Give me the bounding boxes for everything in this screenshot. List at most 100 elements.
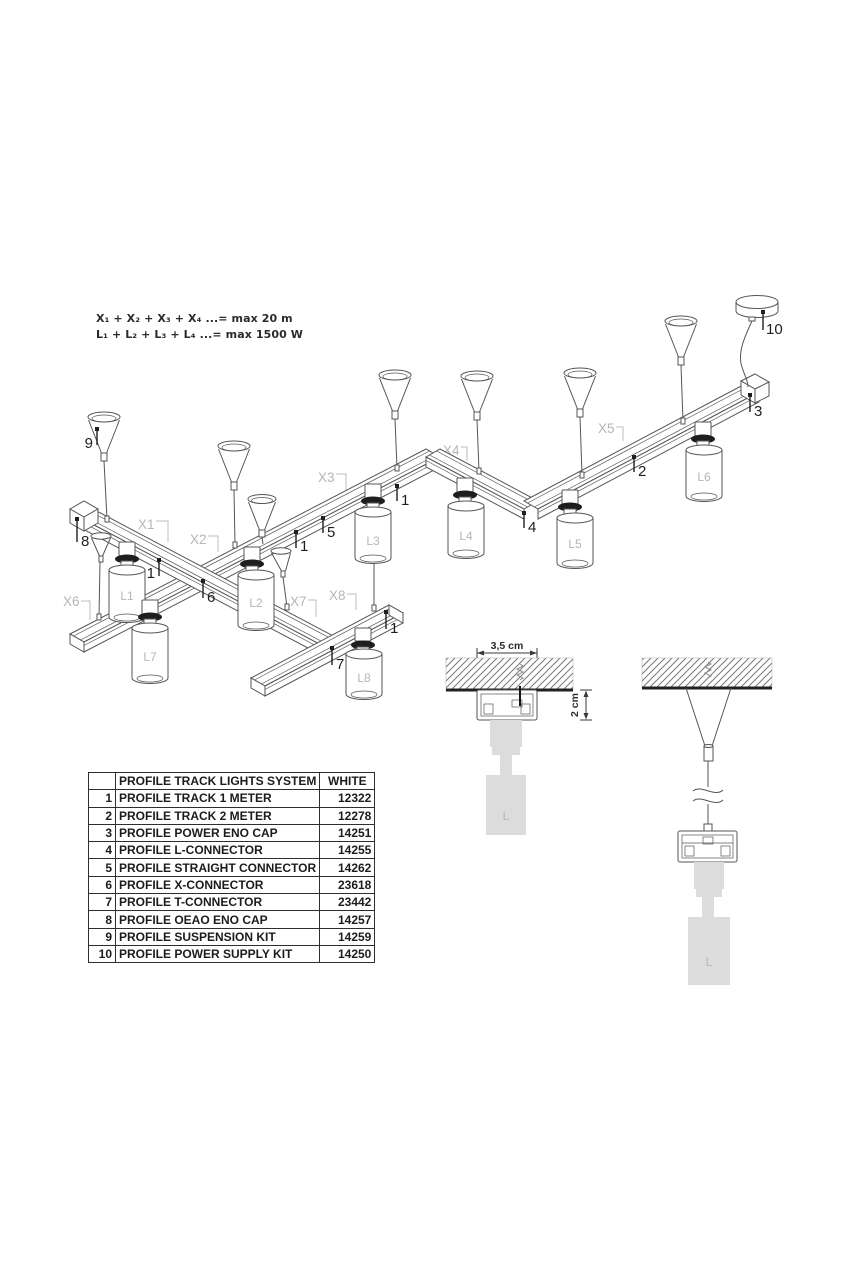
parts-table: PROFILE TRACK LIGHTS SYSTEM WHITE 1 PROF… <box>88 771 376 964</box>
row-code: 12278 <box>319 806 376 825</box>
row-no: 10 <box>88 944 116 964</box>
track-label-x6: X6 <box>63 594 91 620</box>
ghost-lamp: L <box>486 720 526 835</box>
lamp-label-l7: L7 <box>143 650 157 664</box>
callout-3-num: 3 <box>754 403 762 420</box>
callout-9-num: 9 <box>85 435 93 452</box>
row-no: 5 <box>88 858 116 877</box>
callout-5-num: 5 <box>327 524 335 541</box>
row-code: 14259 <box>319 927 376 946</box>
row-name: PROFILE TRACK 1 METER <box>114 789 321 808</box>
callout-7-num: 7 <box>336 656 344 673</box>
suspension-cone <box>217 440 251 549</box>
row-name: PROFILE TRACK 2 METER <box>114 806 321 825</box>
callout-8-num: 8 <box>81 533 89 550</box>
callout-5: 5 <box>321 516 335 541</box>
callout-2-num: 2 <box>638 463 646 480</box>
lamp-label-l4: L4 <box>459 529 473 543</box>
table-row: 6 PROFILE X-CONNECTOR 23618 <box>88 875 376 895</box>
ceiling-hatch <box>641 657 773 689</box>
suspension-kits <box>87 315 698 621</box>
ghost-lamp-label: L <box>503 809 510 823</box>
track-run-x5 <box>522 373 771 520</box>
track-end-x8-left <box>250 677 266 697</box>
detail-suspended: L <box>641 657 773 985</box>
lamp-l2: L2 <box>237 546 275 631</box>
header-index <box>88 771 116 791</box>
callout-6: 6 <box>201 579 215 606</box>
detail-surface-mounted: 3,5 cm 2 cm <box>445 640 592 835</box>
row-no: 9 <box>88 927 116 946</box>
row-code: 14257 <box>319 910 376 929</box>
track-label-x8-text: X8 <box>329 588 346 603</box>
callout-6-num: 6 <box>207 589 215 606</box>
suspension-cone <box>378 369 412 472</box>
track-segment-labels: X1 X2 X3 X4 X5 X6 <box>63 421 624 620</box>
row-name: PROFILE X-CONNECTOR <box>114 875 321 895</box>
row-code: 23618 <box>319 875 376 895</box>
row-name: PROFILE OEAO ENO CAP <box>114 910 321 929</box>
row-name: PROFILE POWER SUPPLY KIT <box>114 944 321 964</box>
row-name: PROFILE SUSPENSION KIT <box>114 927 321 946</box>
callout-1-num: 1 <box>147 565 155 582</box>
track-end-x6 <box>69 633 85 653</box>
suspension-cone <box>87 411 121 523</box>
row-no: 7 <box>88 893 116 912</box>
suspension-cone <box>563 367 597 479</box>
suspension-cone <box>247 494 277 545</box>
track-cross-section <box>476 686 538 721</box>
table-row: 10 PROFILE POWER SUPPLY KIT 14250 <box>88 944 376 964</box>
height-dim: 2 cm <box>569 689 592 721</box>
track-label-x7-text: X7 <box>290 594 307 609</box>
wire-grip <box>703 823 713 832</box>
row-code: 14255 <box>319 841 376 860</box>
track-label-x6-text: X6 <box>63 594 80 609</box>
callout-10: 10 <box>761 310 783 338</box>
lamp-l7: L7 <box>131 599 169 684</box>
suspension-cone <box>90 532 112 621</box>
row-code: 12322 <box>319 789 376 808</box>
lamp-label-l8: L8 <box>357 671 371 685</box>
row-no: 4 <box>88 841 116 860</box>
track-label-x1-text: X1 <box>138 517 155 532</box>
row-name: PROFILE STRAIGHT CONNECTOR <box>114 858 321 877</box>
row-code: 23442 <box>319 893 376 912</box>
wire-break-symbol <box>692 788 724 804</box>
track-label-x1: X1 <box>138 517 169 542</box>
table-row: 9 PROFILE SUSPENSION KIT 14259 <box>88 927 376 946</box>
lamp-label-l2: L2 <box>249 596 263 610</box>
table-row: 3 PROFILE POWER ENO CAP 14251 <box>88 823 376 843</box>
track-label-x7: X7 <box>290 594 317 617</box>
lamp-l4: L4 <box>447 477 485 559</box>
row-code: 14250 <box>319 944 376 964</box>
height-dim-label: 2 cm <box>569 693 581 717</box>
mounting-screw <box>703 661 713 679</box>
table-row: 8 PROFILE OEAO ENO CAP 14257 <box>88 910 376 929</box>
power-end-cap <box>739 373 771 404</box>
callout-7: 7 <box>330 646 344 673</box>
width-dim-label: 3,5 cm <box>491 640 524 652</box>
suspension-cone <box>460 370 494 475</box>
row-no: 8 <box>88 910 116 929</box>
table-row: 1 PROFILE TRACK 1 METER 12322 <box>88 789 376 808</box>
suspension-cone <box>270 547 292 611</box>
suspension-cone <box>664 315 698 425</box>
row-no: 2 <box>88 806 116 825</box>
callout-3: 3 <box>748 393 762 420</box>
row-no: 3 <box>88 823 116 843</box>
row-no: 1 <box>88 789 116 808</box>
track-cross-section <box>677 830 738 863</box>
table-row: 5 PROFILE STRAIGHT CONNECTOR 14262 <box>88 858 376 877</box>
callout-1b: 1 <box>294 530 308 555</box>
header-system: PROFILE TRACK LIGHTS SYSTEM <box>114 771 321 791</box>
lamp-label-l1: L1 <box>120 589 134 603</box>
lamp-l6: L6 <box>685 421 723 502</box>
callout-1-num: 1 <box>300 538 308 555</box>
row-name: PROFILE L-CONNECTOR <box>114 841 321 860</box>
table-row: 7 PROFILE T-CONNECTOR 23442 <box>88 893 376 912</box>
callout-1-num: 1 <box>390 620 398 637</box>
suspension-cone-section <box>685 687 732 762</box>
capacity-formulas: X₁ + X₂ + X₃ + X₄ ...= max 20 m L₁ + L₂ … <box>96 311 303 343</box>
